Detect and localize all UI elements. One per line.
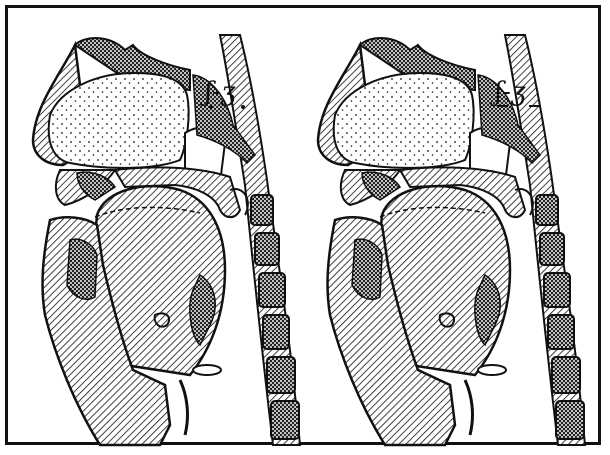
left-label-dot-2 [241,105,245,109]
left-panel-label: ʃ-ʒ [200,77,236,107]
right-sagittal-section [318,35,585,445]
left-sagittal-section [33,35,300,445]
right-panel-label: ʃ-ʒ [490,77,526,107]
left-label-dot-1 [209,105,213,109]
